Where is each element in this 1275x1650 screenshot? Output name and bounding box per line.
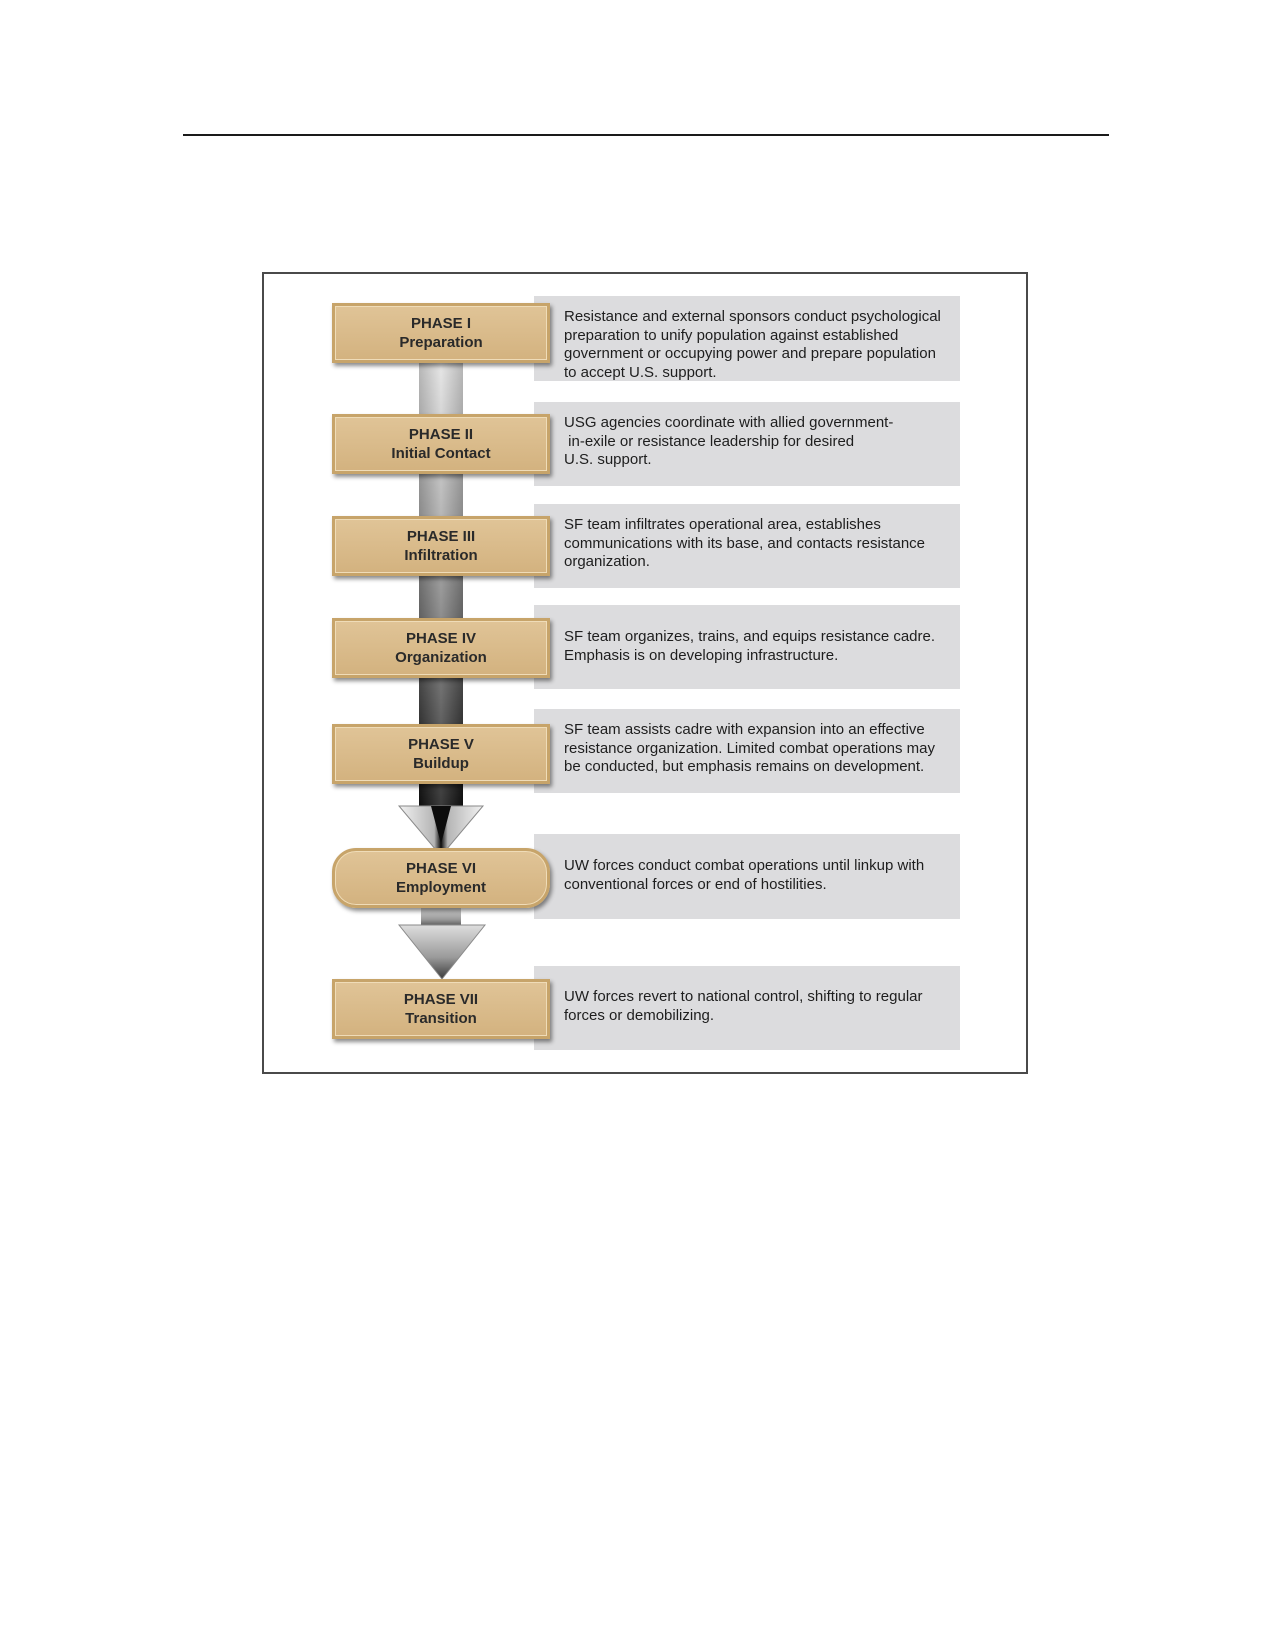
phase-7-description: UW forces revert to national control, sh…: [534, 966, 960, 1050]
phase-name: Preparation: [399, 334, 483, 351]
phase-1-description-line: preparation to unify population against …: [564, 326, 899, 344]
phase-6-description: UW forces conduct combat operations unti…: [534, 834, 960, 919]
phase-name: Initial Contact: [391, 445, 491, 462]
phase-number: PHASE VI: [405, 860, 477, 877]
phase-number: PHASE II: [408, 426, 474, 443]
second-arrow-head: [397, 924, 487, 980]
phase-1-description-line: to accept U.S. support.: [564, 363, 717, 381]
phase-7-box: PHASE VII Transition: [332, 979, 550, 1039]
phase-4-box: PHASE IV Organization: [332, 618, 550, 678]
phase-3-box: PHASE III Infiltration: [332, 516, 550, 576]
phase-name: Transition: [405, 1010, 477, 1027]
top-rule: [183, 134, 1109, 136]
phase-7-description-line: UW forces revert to national control, sh…: [564, 988, 923, 1005]
phase-4-description-line: SF team organizes, trains, and equips re…: [564, 628, 936, 645]
phase-5-description: SF team assists cadre with expansion int…: [534, 709, 960, 793]
phase-2-box: PHASE II Initial Contact: [332, 414, 550, 474]
phase-1-description-line: government or occupying power and prepar…: [564, 345, 936, 363]
phase-2-description: USG agencies coordinate with allied gove…: [534, 402, 960, 486]
phase-3-description-line: organization.: [564, 553, 650, 571]
phase-2-description-line: U.S. support.: [564, 451, 652, 469]
phase-name: Buildup: [413, 755, 469, 772]
phase-name: Organization: [395, 649, 487, 666]
phase-3-description: SF team infiltrates operational area, es…: [534, 504, 960, 588]
phase-6-description-line: UW forces conduct combat operations unti…: [564, 857, 925, 874]
phase-number: PHASE III: [406, 528, 476, 545]
phase-name: Infiltration: [404, 547, 478, 564]
phase-1-description-line: Resistance and external sponsors conduct…: [564, 308, 941, 325]
phase-1-description: Resistance and external sponsors conduct…: [534, 296, 960, 381]
phase-5-description-line: resistance organization. Limited combat …: [564, 739, 936, 757]
phase-5-description-line: be conducted, but emphasis remains on de…: [564, 758, 925, 776]
phase-4-description-line: Emphasis is on developing infrastructure…: [564, 646, 839, 664]
phase-number: PHASE IV: [405, 630, 477, 647]
phase-4-description: SF team organizes, trains, and equips re…: [534, 605, 960, 689]
phase-7-description-line: forces or demobilizing.: [564, 1006, 715, 1024]
phase-5-description-line: SF team assists cadre with expansion int…: [564, 721, 925, 738]
phase-number: PHASE V: [408, 736, 474, 753]
phase-name: Employment: [395, 879, 486, 896]
phase-2-description-line: in-exile or resistance leadership for de…: [564, 432, 855, 450]
phase-3-description-line: SF team infiltrates operational area, es…: [564, 516, 881, 533]
phase-6-description-line: conventional forces or end of hostilitie…: [564, 875, 827, 893]
phase-6-box: PHASE VI Employment: [332, 848, 550, 908]
phase-number: PHASE I: [410, 315, 471, 332]
phase-5-box: PHASE V Buildup: [332, 724, 550, 784]
main-arrow-head-core: [431, 806, 451, 844]
phase-number: PHASE VII: [403, 991, 479, 1008]
phase-1-box: PHASE I Preparation: [332, 303, 550, 363]
phase-2-description-line: USG agencies coordinate with allied gove…: [564, 414, 894, 431]
phase-3-description-line: communications with its base, and contac…: [564, 534, 926, 552]
